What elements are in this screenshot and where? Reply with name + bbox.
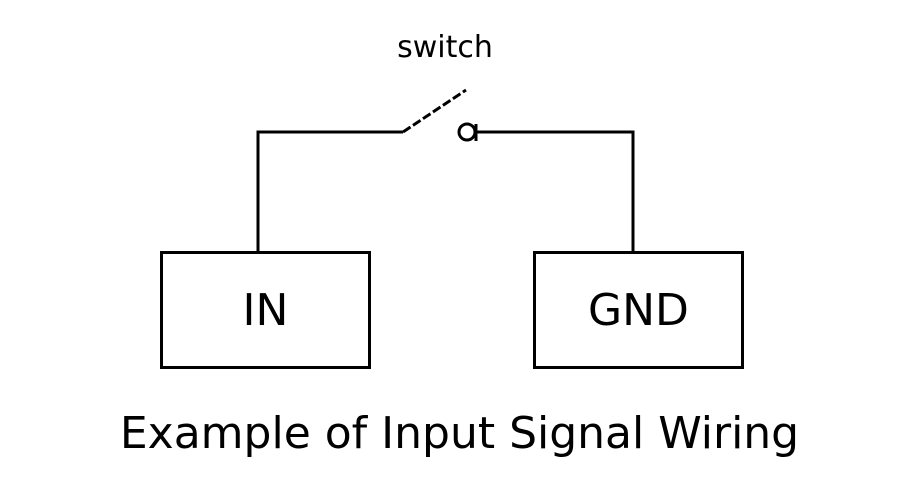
switch-contact [457, 122, 477, 142]
in-terminal-box: IN [160, 251, 371, 369]
diagram-caption: Example of Input Signal Wiring [119, 408, 800, 459]
gnd-terminal-box: GND [533, 251, 744, 369]
wire-in [256, 130, 403, 251]
switch-label: switch [397, 30, 493, 65]
in-terminal-label: IN [242, 284, 289, 336]
switch-lever [402, 88, 467, 134]
wire-gnd [476, 130, 635, 251]
gnd-terminal-label: GND [588, 284, 689, 336]
